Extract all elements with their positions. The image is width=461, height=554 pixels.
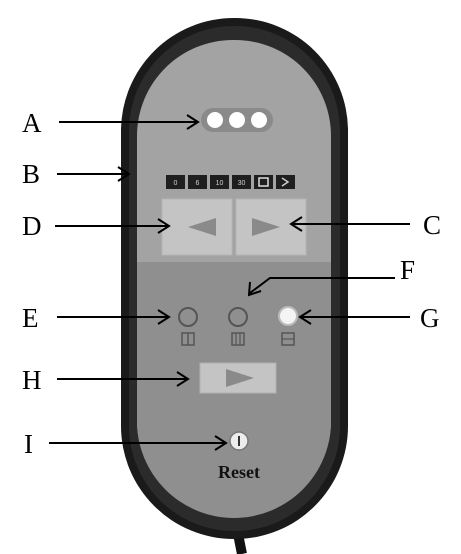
led-3	[251, 112, 267, 128]
mode-button-2-symbol	[231, 332, 245, 346]
timer-scale: 0 6 10 30	[166, 175, 295, 189]
timer-label-4: 30	[238, 180, 246, 187]
timer-label-2: 6	[196, 180, 200, 187]
reset-button[interactable]	[229, 431, 249, 451]
callout-letter-e: E	[22, 303, 39, 333]
timer-label-3: 10	[216, 180, 224, 187]
arrow-h-head	[176, 371, 190, 387]
callout-letter-f: F	[400, 255, 415, 285]
callout-letter-h: H	[22, 365, 42, 395]
arrow-f-shaft	[249, 277, 395, 294]
right-arrow-icon	[252, 218, 280, 236]
arrow-a-head	[186, 114, 200, 130]
mode-button-1[interactable]	[178, 307, 198, 346]
arrow-g-head	[298, 309, 312, 325]
timer-label-1: 0	[174, 180, 178, 187]
timer-mark-6	[281, 177, 290, 187]
timer-cell-5	[254, 175, 273, 189]
timer-cell-3	[210, 175, 229, 189]
reset-label: Reset	[218, 462, 260, 482]
callout-letter-a: A	[22, 108, 42, 138]
callout-arrows	[49, 114, 410, 451]
arrow-f-head	[247, 281, 262, 297]
timer-mark-5	[258, 177, 269, 187]
callout-letter-d: D	[22, 211, 42, 241]
mode-button-3-face	[278, 306, 298, 326]
mode-button-3[interactable]	[278, 306, 298, 346]
left-arrow-button[interactable]	[161, 198, 233, 256]
timer-cell-4	[232, 175, 251, 189]
arrow-d-head	[157, 218, 171, 234]
callout-letter-g: G	[420, 303, 440, 333]
arrow-e-head	[157, 309, 171, 325]
start-button[interactable]	[199, 362, 277, 394]
callout-letter-i: I	[24, 429, 33, 459]
timer-cell-6	[276, 175, 295, 189]
arrow-i-head	[214, 435, 228, 451]
callout-letter-b: B	[22, 159, 40, 189]
arrow-c-head	[289, 216, 303, 232]
led-1	[207, 112, 223, 128]
timer-cell-2	[188, 175, 207, 189]
led-indicators	[201, 108, 273, 132]
mode-button-2[interactable]	[228, 307, 248, 346]
timer-cell-1	[166, 175, 185, 189]
arrow-b-head	[117, 166, 131, 182]
left-arrow-icon	[188, 218, 216, 236]
mode-button-2-face	[228, 307, 248, 327]
led-2	[229, 112, 245, 128]
play-icon	[226, 369, 254, 387]
callout-letter-c: C	[423, 210, 441, 240]
mode-button-1-face	[178, 307, 198, 327]
